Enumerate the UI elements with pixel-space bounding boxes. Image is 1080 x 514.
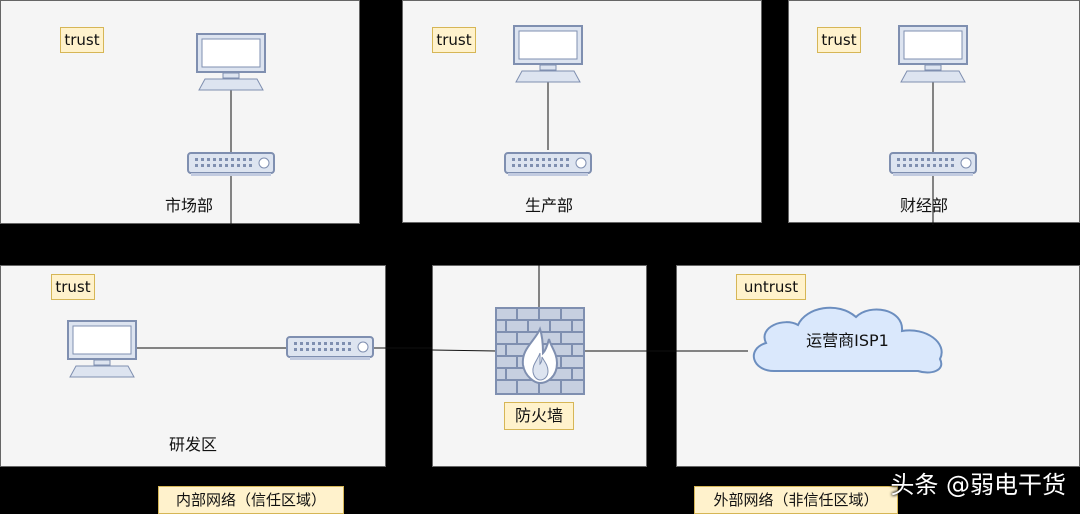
zone-label-market: 市场部 [164, 196, 213, 215]
zone-tag-finance: trust [817, 27, 861, 53]
zone-rnd [0, 265, 386, 467]
caption-internal-network: 内部网络（信任区域） [158, 486, 344, 514]
cloud-icon-isp [752, 306, 943, 374]
switch-icon-finance [889, 152, 977, 176]
zone-tag-production: trust [432, 27, 476, 53]
firewall-icon [495, 307, 585, 395]
caption-external-network: 外部网络（非信任区域） [694, 486, 898, 514]
computer-icon-market [196, 33, 266, 91]
zone-tag-rnd: trust [51, 274, 95, 300]
zone-label-rnd: 研发区 [168, 435, 217, 454]
switch-icon-rnd [286, 336, 374, 360]
computer-icon-finance [898, 25, 968, 83]
computer-icon-rnd [67, 320, 137, 378]
cloud-label-isp: 运营商ISP1 [806, 331, 889, 350]
zone-tag-market: trust [60, 27, 104, 53]
watermark: 头条 @弱电干货 [890, 471, 1066, 499]
zone-label-finance: 财经部 [899, 196, 948, 215]
switch-icon-market [187, 152, 275, 176]
switch-icon-production [504, 152, 592, 176]
computer-icon-production [513, 25, 583, 83]
firewall-label: 防火墙 [504, 402, 574, 430]
zone-label-production: 生产部 [524, 196, 573, 215]
zone-tag-external: untrust [736, 274, 806, 300]
